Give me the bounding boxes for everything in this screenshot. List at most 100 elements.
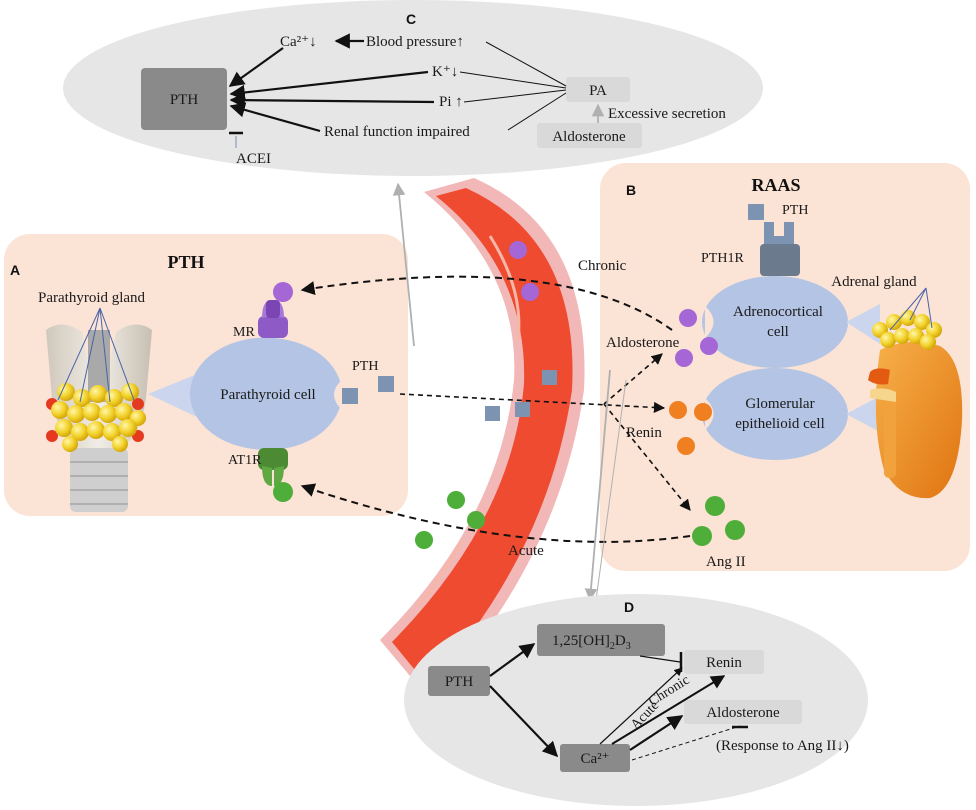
aldosterone-box-d-label: Aldosterone	[706, 705, 780, 721]
vessel-pth-1	[542, 370, 557, 385]
pth-label-b: PTH	[782, 203, 808, 218]
vessel-aldosterone-2	[521, 283, 539, 301]
aldosterone-box-c-label: Aldosterone	[552, 129, 626, 145]
pth-square-free	[378, 376, 394, 392]
arrow-pth-to-aldosterone	[603, 353, 663, 405]
arrow-pth-to-renin	[399, 393, 666, 414]
parathyroid-cell-notch	[334, 380, 342, 410]
aldosterone-dot-2	[700, 337, 718, 355]
vessel-highlight	[488, 235, 521, 341]
aldosterone-box-d	[684, 700, 802, 724]
adrenocortical-label-1: Adrenocortical	[733, 304, 823, 320]
vessel-angii-2	[467, 511, 485, 529]
aldosterone-dot-mr	[273, 282, 293, 302]
parathyroid-cell-label: Parathyroid cell	[220, 387, 315, 403]
aldosterone-label-b: Aldosterone	[606, 335, 680, 351]
ca-box-d	[560, 744, 630, 772]
vitd-label: 1,25[OH]2D3	[552, 633, 631, 652]
adrenocortical-cell-notch	[705, 306, 714, 338]
aldosterone-dot-3	[675, 349, 693, 367]
renin-box-d-label: Renin	[706, 655, 742, 671]
arrow-ca-chronic-to-renin	[611, 675, 726, 745]
aldosterone-box-c	[537, 123, 642, 148]
response-label: (Response to Ang II↓)	[716, 738, 849, 754]
renin-label-b: Renin	[626, 425, 662, 441]
panel-b-title: RAAS	[751, 175, 800, 195]
pth1r-label: PTH1R	[701, 251, 744, 266]
ca-decrease-label: Ca²⁺↓	[280, 34, 317, 50]
panel-d: D PTH 1,25[OH]2D3 Renin Aldosterone Ca²⁺…	[404, 594, 868, 806]
at1r-label: AT1R	[228, 453, 262, 468]
glomerular-label-2: epithelioid cell	[735, 416, 825, 432]
grey-arrow-to-c	[392, 182, 415, 347]
vitd-inhibit-renin	[639, 655, 681, 663]
mr-receptor	[258, 300, 288, 338]
grey-arrow-to-d-2	[595, 379, 627, 601]
arrow-ca-acute-to-renin	[599, 667, 683, 745]
panel-d-letter: D	[624, 599, 634, 615]
pa-line-renal	[507, 92, 567, 131]
arrow-renal-to-pth	[229, 102, 321, 133]
panel-c: C PTH Ca²⁺↓ Blood pressure↑ K⁺↓ Pi ↑ Ren…	[63, 0, 763, 176]
panel-a-letter: A	[10, 262, 20, 278]
at1r-receptor	[258, 448, 288, 486]
excessive-secretion-label: Excessive secretion	[608, 106, 726, 122]
aldosterone-dot-1	[679, 309, 697, 327]
parathyroid-cell-body	[194, 338, 342, 450]
arrow-k-to-pth	[229, 70, 429, 101]
arrow-angii-to-at1r	[300, 483, 691, 543]
blood-pressure-label: Blood pressure↑	[366, 34, 464, 50]
blood-vessel	[380, 178, 585, 700]
grey-arrow-to-d	[584, 369, 611, 602]
arrow-ca-to-pth	[228, 47, 284, 87]
pth-box-d	[428, 666, 490, 696]
pth-label-a: PTH	[352, 359, 378, 374]
renin-dot-2	[694, 403, 712, 421]
pa-box-label: PA	[589, 83, 607, 99]
adrenal-connector	[846, 304, 880, 344]
arrow-pth-to-vitd	[489, 643, 536, 677]
glomerular-connector	[846, 396, 880, 432]
pa-line-k	[459, 71, 567, 89]
adrenal-gland-label: Adrenal gland	[831, 274, 917, 290]
arrow-pth-to-ca	[489, 685, 559, 758]
angii-dot-at1r	[273, 482, 293, 502]
arrow-pi-to-pth	[229, 92, 435, 108]
renin-dot-3	[677, 437, 695, 455]
renin-dot-1	[669, 401, 687, 419]
pa-line-pi	[463, 89, 567, 103]
vessel-aldosterone-1	[509, 241, 527, 259]
ca-inhibit-response	[631, 725, 741, 761]
vessel-pth-3	[485, 406, 500, 421]
vessel-highlight-2	[416, 539, 464, 607]
glomerular-label-1: Glomerular	[745, 396, 814, 412]
kidney-adrenal-illustration	[868, 287, 963, 499]
mr-label: MR	[233, 325, 255, 340]
vessel-lumen	[392, 188, 573, 686]
panel-a-title: PTH	[167, 252, 204, 272]
arrow-aldosterone-to-mr	[300, 275, 673, 331]
vitd-box	[537, 624, 665, 656]
angii-dot-2	[692, 526, 712, 546]
pa-line-bp	[485, 41, 567, 87]
panel-c-letter: C	[406, 11, 416, 27]
renin-box-d	[684, 650, 764, 674]
parathyroid-gland-label: Parathyroid gland	[38, 290, 146, 306]
adrenocortical-cell	[702, 276, 848, 368]
acei-label: ACEI	[236, 151, 271, 167]
arrow-ca-to-aldosterone	[629, 715, 684, 751]
parathyroid-gland-illustration	[46, 307, 152, 512]
renal-impaired-label: Renal function impaired	[324, 124, 470, 140]
glomerular-cell	[702, 368, 848, 460]
panel-b-letter: B	[626, 182, 636, 198]
arrow-renin-to-angii	[603, 403, 691, 511]
angii-dot-1	[705, 496, 725, 516]
pth-square-b	[748, 204, 764, 220]
pi-increase-label: Pi ↑	[439, 94, 463, 110]
acute-label: Acute	[508, 543, 544, 559]
pth-box-c	[141, 68, 227, 130]
chronic-label: Chronic	[578, 258, 627, 274]
angii-label: Ang II	[706, 554, 746, 570]
panel-b: B RAAS PTH PTH1R Adrenocortical cell Glo…	[600, 163, 970, 571]
